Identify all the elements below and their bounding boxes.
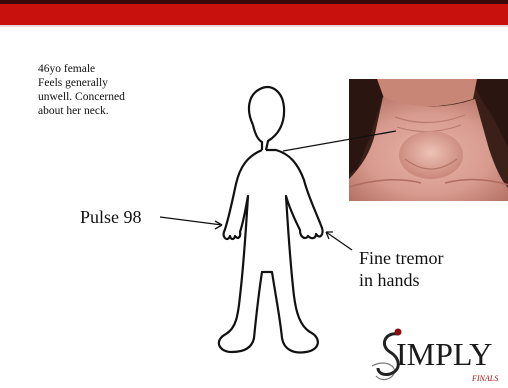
tremor-line: in hands (359, 269, 443, 291)
logo-wordmark: IMPLY (396, 336, 492, 373)
neck-pointer-line (283, 131, 396, 151)
pulse-arrow-line (160, 217, 222, 225)
tremor-line: Fine tremor (359, 247, 443, 269)
figure-head (249, 87, 284, 150)
figure-body (219, 150, 323, 352)
tremor-arrow-line (326, 232, 352, 250)
logo-subtitle: FINALS (472, 374, 498, 383)
simply-finals-logo: IMPLY FINALS (368, 322, 508, 388)
tremor-label: Fine tremor in hands (359, 247, 443, 291)
stethoscope-bell-icon (395, 329, 402, 336)
pulse-label: Pulse 98 (80, 207, 142, 228)
